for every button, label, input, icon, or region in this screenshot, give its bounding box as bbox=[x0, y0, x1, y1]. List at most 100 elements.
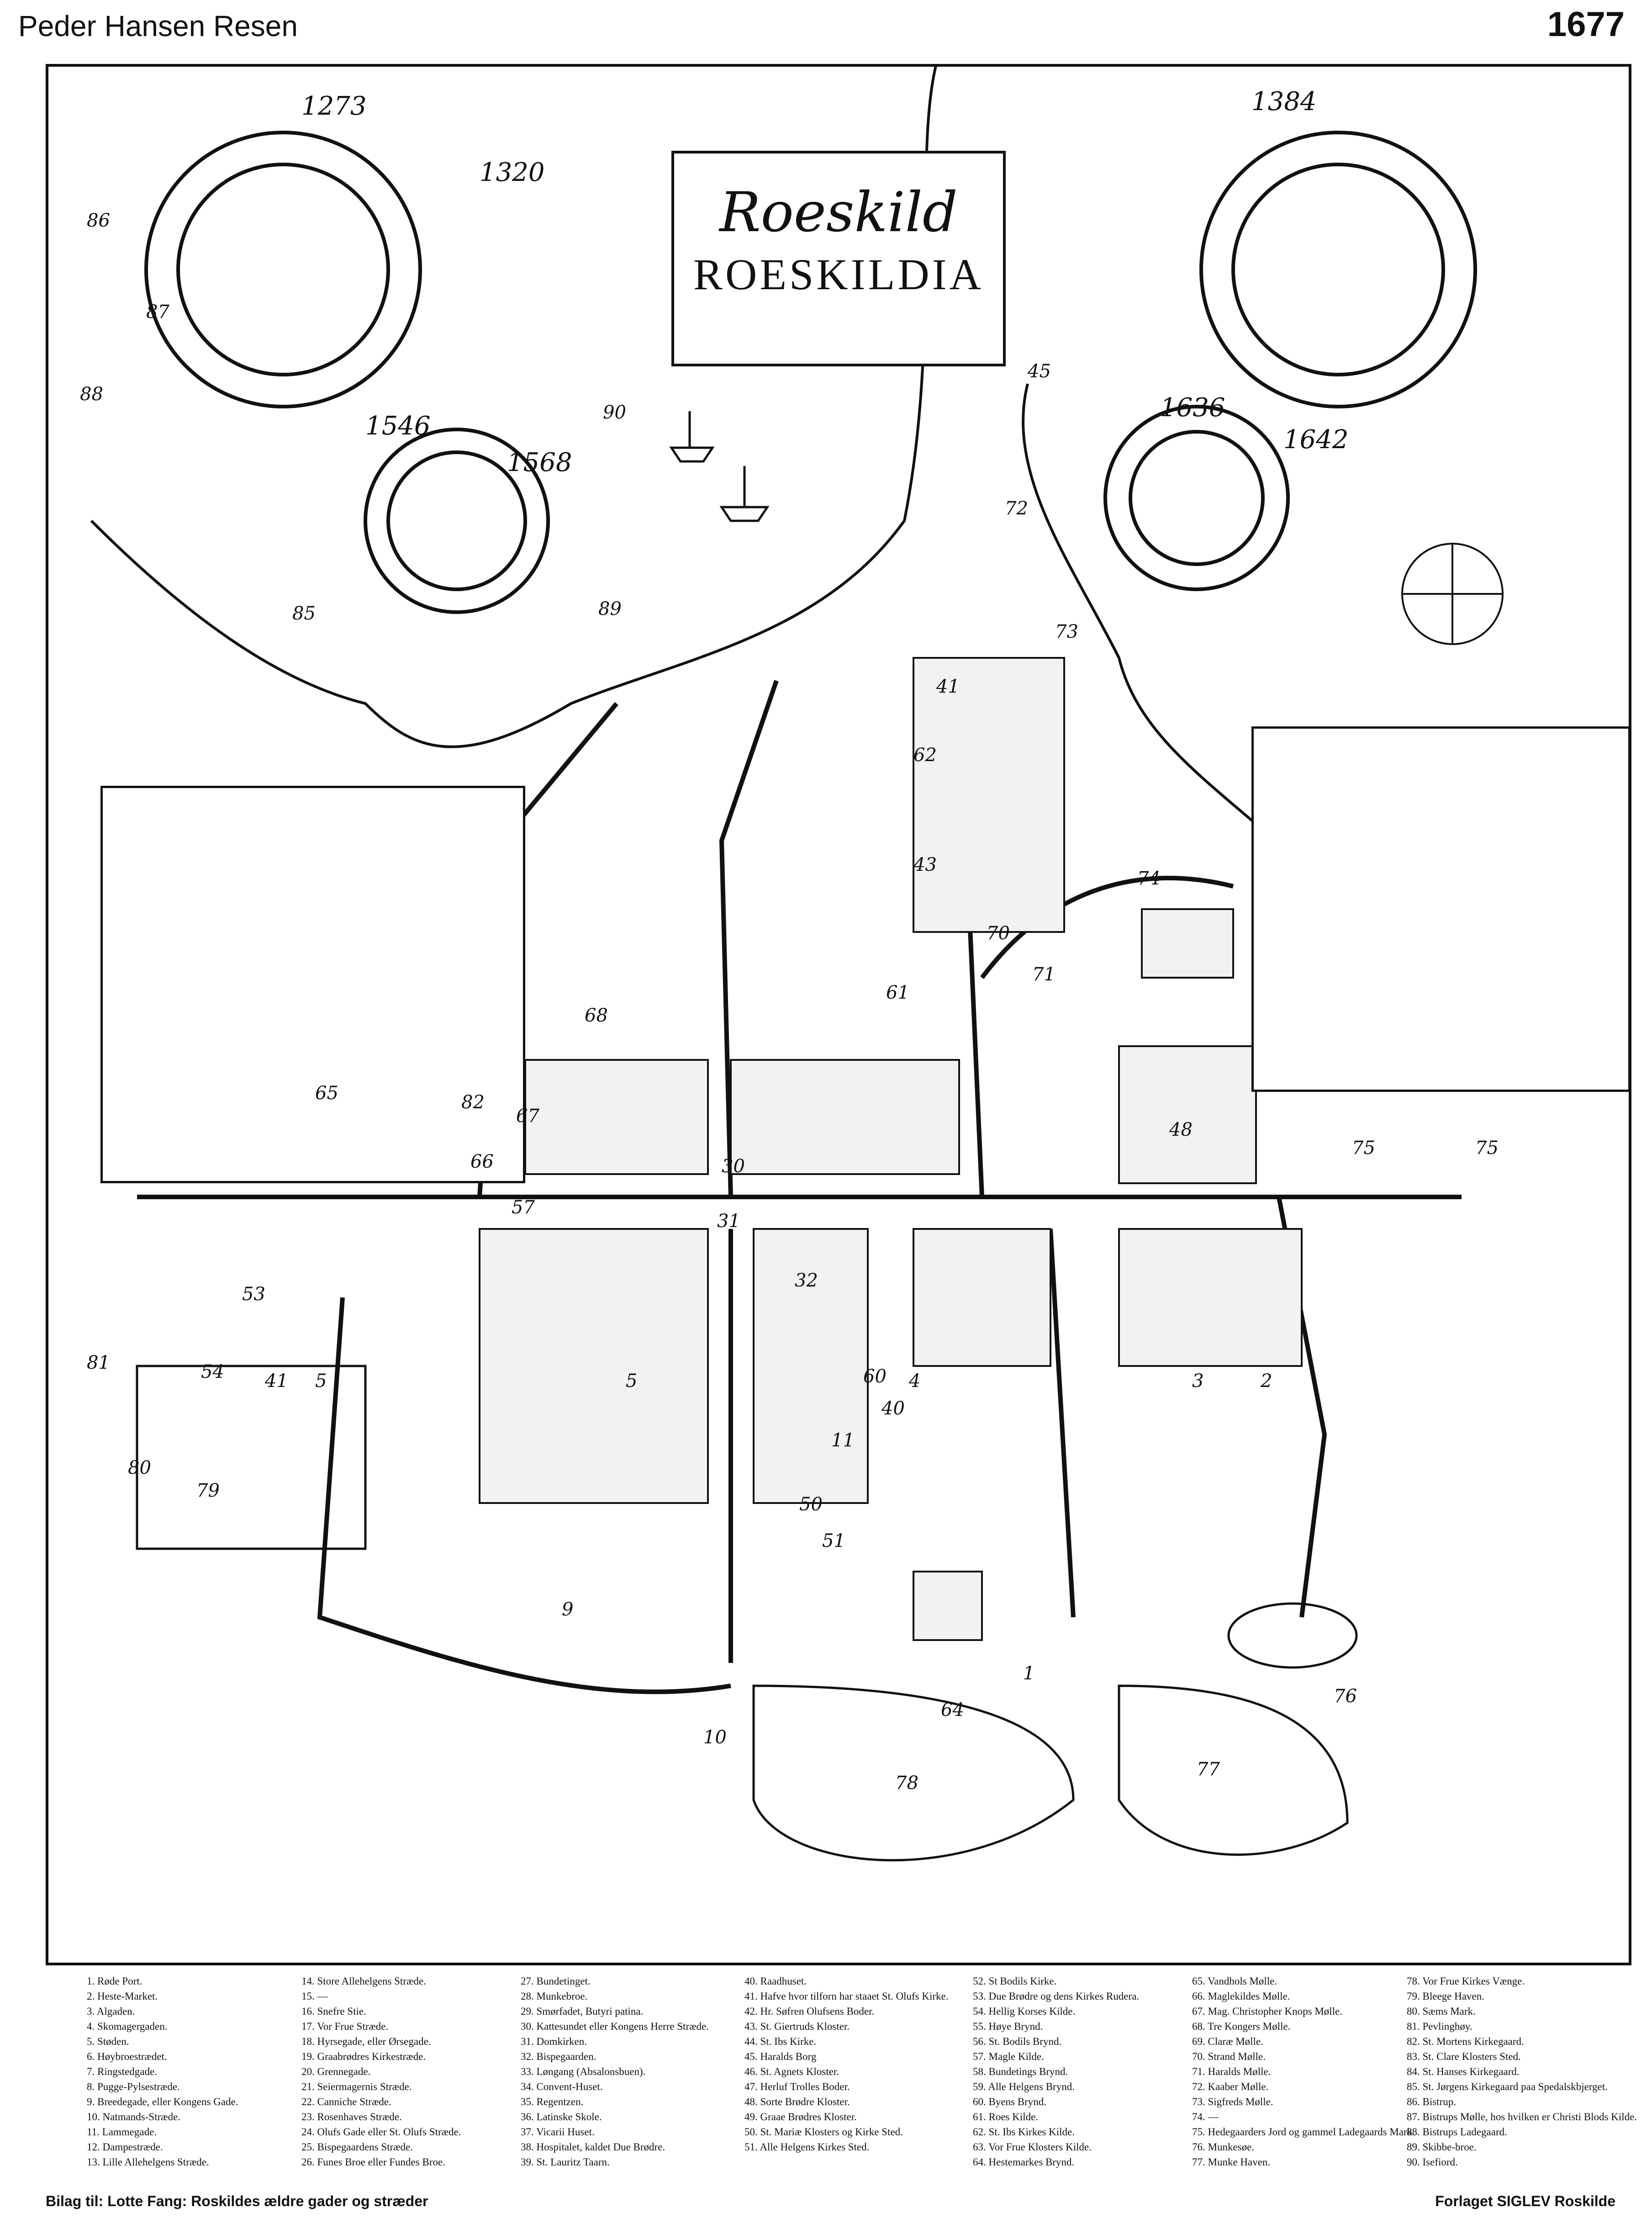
map-label: 85 bbox=[292, 603, 316, 624]
map-label: 32 bbox=[795, 1270, 818, 1291]
legend-item: 84. St. Hanses Kirkegaard. bbox=[1407, 2066, 1520, 2077]
map-label: 66 bbox=[470, 1151, 494, 1172]
legend-item: 77. Munke Haven. bbox=[1192, 2156, 1271, 2168]
map-label: 5 bbox=[315, 1371, 327, 1392]
seal-3-year-a: 1546 bbox=[365, 411, 431, 441]
legend-item: 41. Hafve hvor tilforn har staaet St. Ol… bbox=[744, 1990, 949, 2002]
legend-item: 70. Strand Mølle. bbox=[1192, 2051, 1266, 2062]
map-label: 78 bbox=[895, 1773, 918, 1794]
legend-item: 25. Bispegaardens Stræde. bbox=[301, 2141, 413, 2153]
legend-item: 64. Hestemarkes Brynd. bbox=[973, 2156, 1075, 2168]
legend-col-7: 78. Vor Frue Kirkes Vænge. 79. Bleege Ha… bbox=[1407, 1974, 1637, 2170]
map-label: 60 bbox=[863, 1366, 887, 1387]
legend-item: 15. — bbox=[301, 1990, 328, 2002]
legend-item: 34. Convent-Huset. bbox=[521, 2081, 603, 2092]
legend-item: 50. St. Mariæ Klosters og Kirke Sted. bbox=[744, 2126, 903, 2138]
legend-item: 48. Sorte Brødre Kloster. bbox=[744, 2096, 850, 2107]
legend-item: 27. Bundetinget. bbox=[521, 1975, 591, 1987]
map-label: 74 bbox=[1137, 868, 1161, 889]
map-label: 45 bbox=[1028, 361, 1051, 382]
legend-col-6: 65. Vandhols Mølle. 66. Maglekildes Møll… bbox=[1192, 1974, 1415, 2170]
legend-item: 2. Heste-Market. bbox=[87, 1990, 158, 2002]
legend-item: 46. St. Agnets Kloster. bbox=[744, 2066, 839, 2077]
seal-1-year-a: 1273 bbox=[301, 91, 367, 121]
legend-item: 32. Bispegaarden. bbox=[521, 2051, 596, 2062]
map-label: 10 bbox=[703, 1727, 727, 1748]
legend-item: 65. Vandhols Mølle. bbox=[1192, 1975, 1277, 1987]
legend-item: 29. Smørfadet, Butyri patina. bbox=[521, 2006, 644, 2017]
map-label: 82 bbox=[461, 1092, 485, 1113]
map-label: 41 bbox=[936, 676, 960, 697]
seal-graphics bbox=[144, 131, 1504, 645]
map-label: 73 bbox=[1055, 621, 1078, 642]
map-label: 79 bbox=[196, 1480, 220, 1501]
legend-item: 85. St. Jørgens Kirkegaard paa Spedalskb… bbox=[1407, 2081, 1608, 2092]
legend-item: 17. Vor Frue Stræde. bbox=[301, 2021, 389, 2032]
legend-item: 55. Høye Brynd. bbox=[973, 2021, 1043, 2032]
legend-item: 59. Alle Helgens Brynd. bbox=[973, 2081, 1075, 2092]
legend-item: 1. Røde Port. bbox=[87, 1975, 143, 1987]
map-label: 88 bbox=[80, 384, 103, 405]
legend-item: 30. Kattesundet eller Kongens Herre Stræ… bbox=[521, 2021, 709, 2032]
legend-item: 76. Munkesøe. bbox=[1192, 2141, 1255, 2153]
legend-item: 10. Natmands-Stræde. bbox=[87, 2111, 181, 2123]
map-label: 76 bbox=[1334, 1686, 1357, 1707]
fields bbox=[136, 1365, 1358, 1862]
legend-item: 63. Vor Frue Klosters Kilde. bbox=[973, 2141, 1092, 2153]
legend-item: 66. Maglekildes Mølle. bbox=[1192, 1990, 1290, 2002]
map-label: 5 bbox=[626, 1371, 638, 1392]
cartouche-script-title: Roeskild bbox=[719, 181, 958, 244]
legend-item: 6. Høybroestrædet. bbox=[87, 2051, 167, 2062]
legend-item: 80. Sæms Mark. bbox=[1407, 2006, 1476, 2017]
legend-item: 39. St. Lauritz Taarn. bbox=[521, 2156, 610, 2168]
legend-item: 28. Munkebroe. bbox=[521, 1990, 588, 2002]
map-label: 70 bbox=[987, 923, 1010, 944]
legend-item: 7. Ringstedgade. bbox=[87, 2066, 157, 2077]
year-label: 1677 bbox=[1547, 5, 1625, 44]
legend-item: 3. Algaden. bbox=[87, 2006, 135, 2017]
legend-item: 33. Løngang (Absalonsbuen). bbox=[521, 2066, 646, 2077]
legend-item: 38. Hospitalet, kaldet Due Brødre. bbox=[521, 2141, 665, 2153]
legend-item: 20. Grennegade. bbox=[301, 2066, 371, 2077]
legend-item: 74. — bbox=[1192, 2111, 1219, 2123]
map-label: 30 bbox=[722, 1156, 745, 1177]
legend-item: 26. Funes Broe eller Fundes Broe. bbox=[301, 2156, 445, 2168]
legend-item: 13. Lille Allehelgens Stræde. bbox=[87, 2156, 209, 2168]
seal-4-year-a: 1636 bbox=[1160, 393, 1225, 423]
map-label: 75 bbox=[1475, 1138, 1499, 1159]
legend-item: 67. Mag. Christopher Knops Mølle. bbox=[1192, 2006, 1343, 2017]
legend-col-4: 40. Raadhuset. 41. Hafve hvor tilforn ha… bbox=[744, 1974, 955, 2155]
legend-item: 14. Store Allehelgens Stræde. bbox=[301, 1975, 426, 1987]
map-label: 41 bbox=[265, 1371, 288, 1392]
legend-item: 58. Bundetings Brynd. bbox=[973, 2066, 1068, 2077]
legend-item: 24. Olufs Gade eller St. Olufs Stræde. bbox=[301, 2126, 461, 2138]
legend-item: 12. Dampestræde. bbox=[87, 2141, 163, 2153]
map-label: 61 bbox=[886, 982, 909, 1003]
legend-item: 31. Domkirken. bbox=[521, 2036, 587, 2047]
legend-item: 42. Hr. Søfren Olufsens Boder. bbox=[744, 2006, 875, 2017]
legend-item: 89. Skibbe-broe. bbox=[1407, 2141, 1477, 2153]
legend-item: 83. St. Clare Klosters Sted. bbox=[1407, 2051, 1521, 2062]
map-label: 11 bbox=[831, 1430, 855, 1451]
legend-item: 19. Graabrødres Kirkestræde. bbox=[301, 2051, 426, 2062]
map-label: 50 bbox=[799, 1494, 823, 1515]
legend-item: 5. Støden. bbox=[87, 2036, 129, 2047]
map-label: 54 bbox=[201, 1361, 224, 1382]
cartouche-latin-title: ROESKILDIA bbox=[693, 250, 984, 299]
legend-item: 21. Seiermagernis Stræde. bbox=[301, 2081, 412, 2092]
town-blocks bbox=[479, 657, 1303, 1641]
legend-item: 43. St. Giertruds Kloster. bbox=[744, 2021, 850, 2032]
legend-item: 47. Herluf Trolles Boder. bbox=[744, 2081, 850, 2092]
legend-item: 68. Tre Kongers Mølle. bbox=[1192, 2021, 1291, 2032]
empty-panel-left bbox=[100, 786, 525, 1183]
author-name: Peder Hansen Resen bbox=[18, 10, 298, 42]
map-label: 40 bbox=[881, 1398, 905, 1419]
seal-1-year-b: 1320 bbox=[480, 158, 545, 187]
legend-col-2: 14. Store Allehelgens Stræde. 15. — 16. … bbox=[301, 1974, 512, 2170]
legend-item: 18. Hyrsegade, eller Ørsegade. bbox=[301, 2036, 431, 2047]
legend-item: 4. Skomagergaden. bbox=[87, 2021, 168, 2032]
map-label: 2 bbox=[1261, 1371, 1272, 1392]
legend-item: 35. Regentzen. bbox=[521, 2096, 584, 2107]
map-label: 65 bbox=[315, 1083, 338, 1104]
legend-item: 88. Bistrups Ladegaard. bbox=[1407, 2126, 1507, 2138]
